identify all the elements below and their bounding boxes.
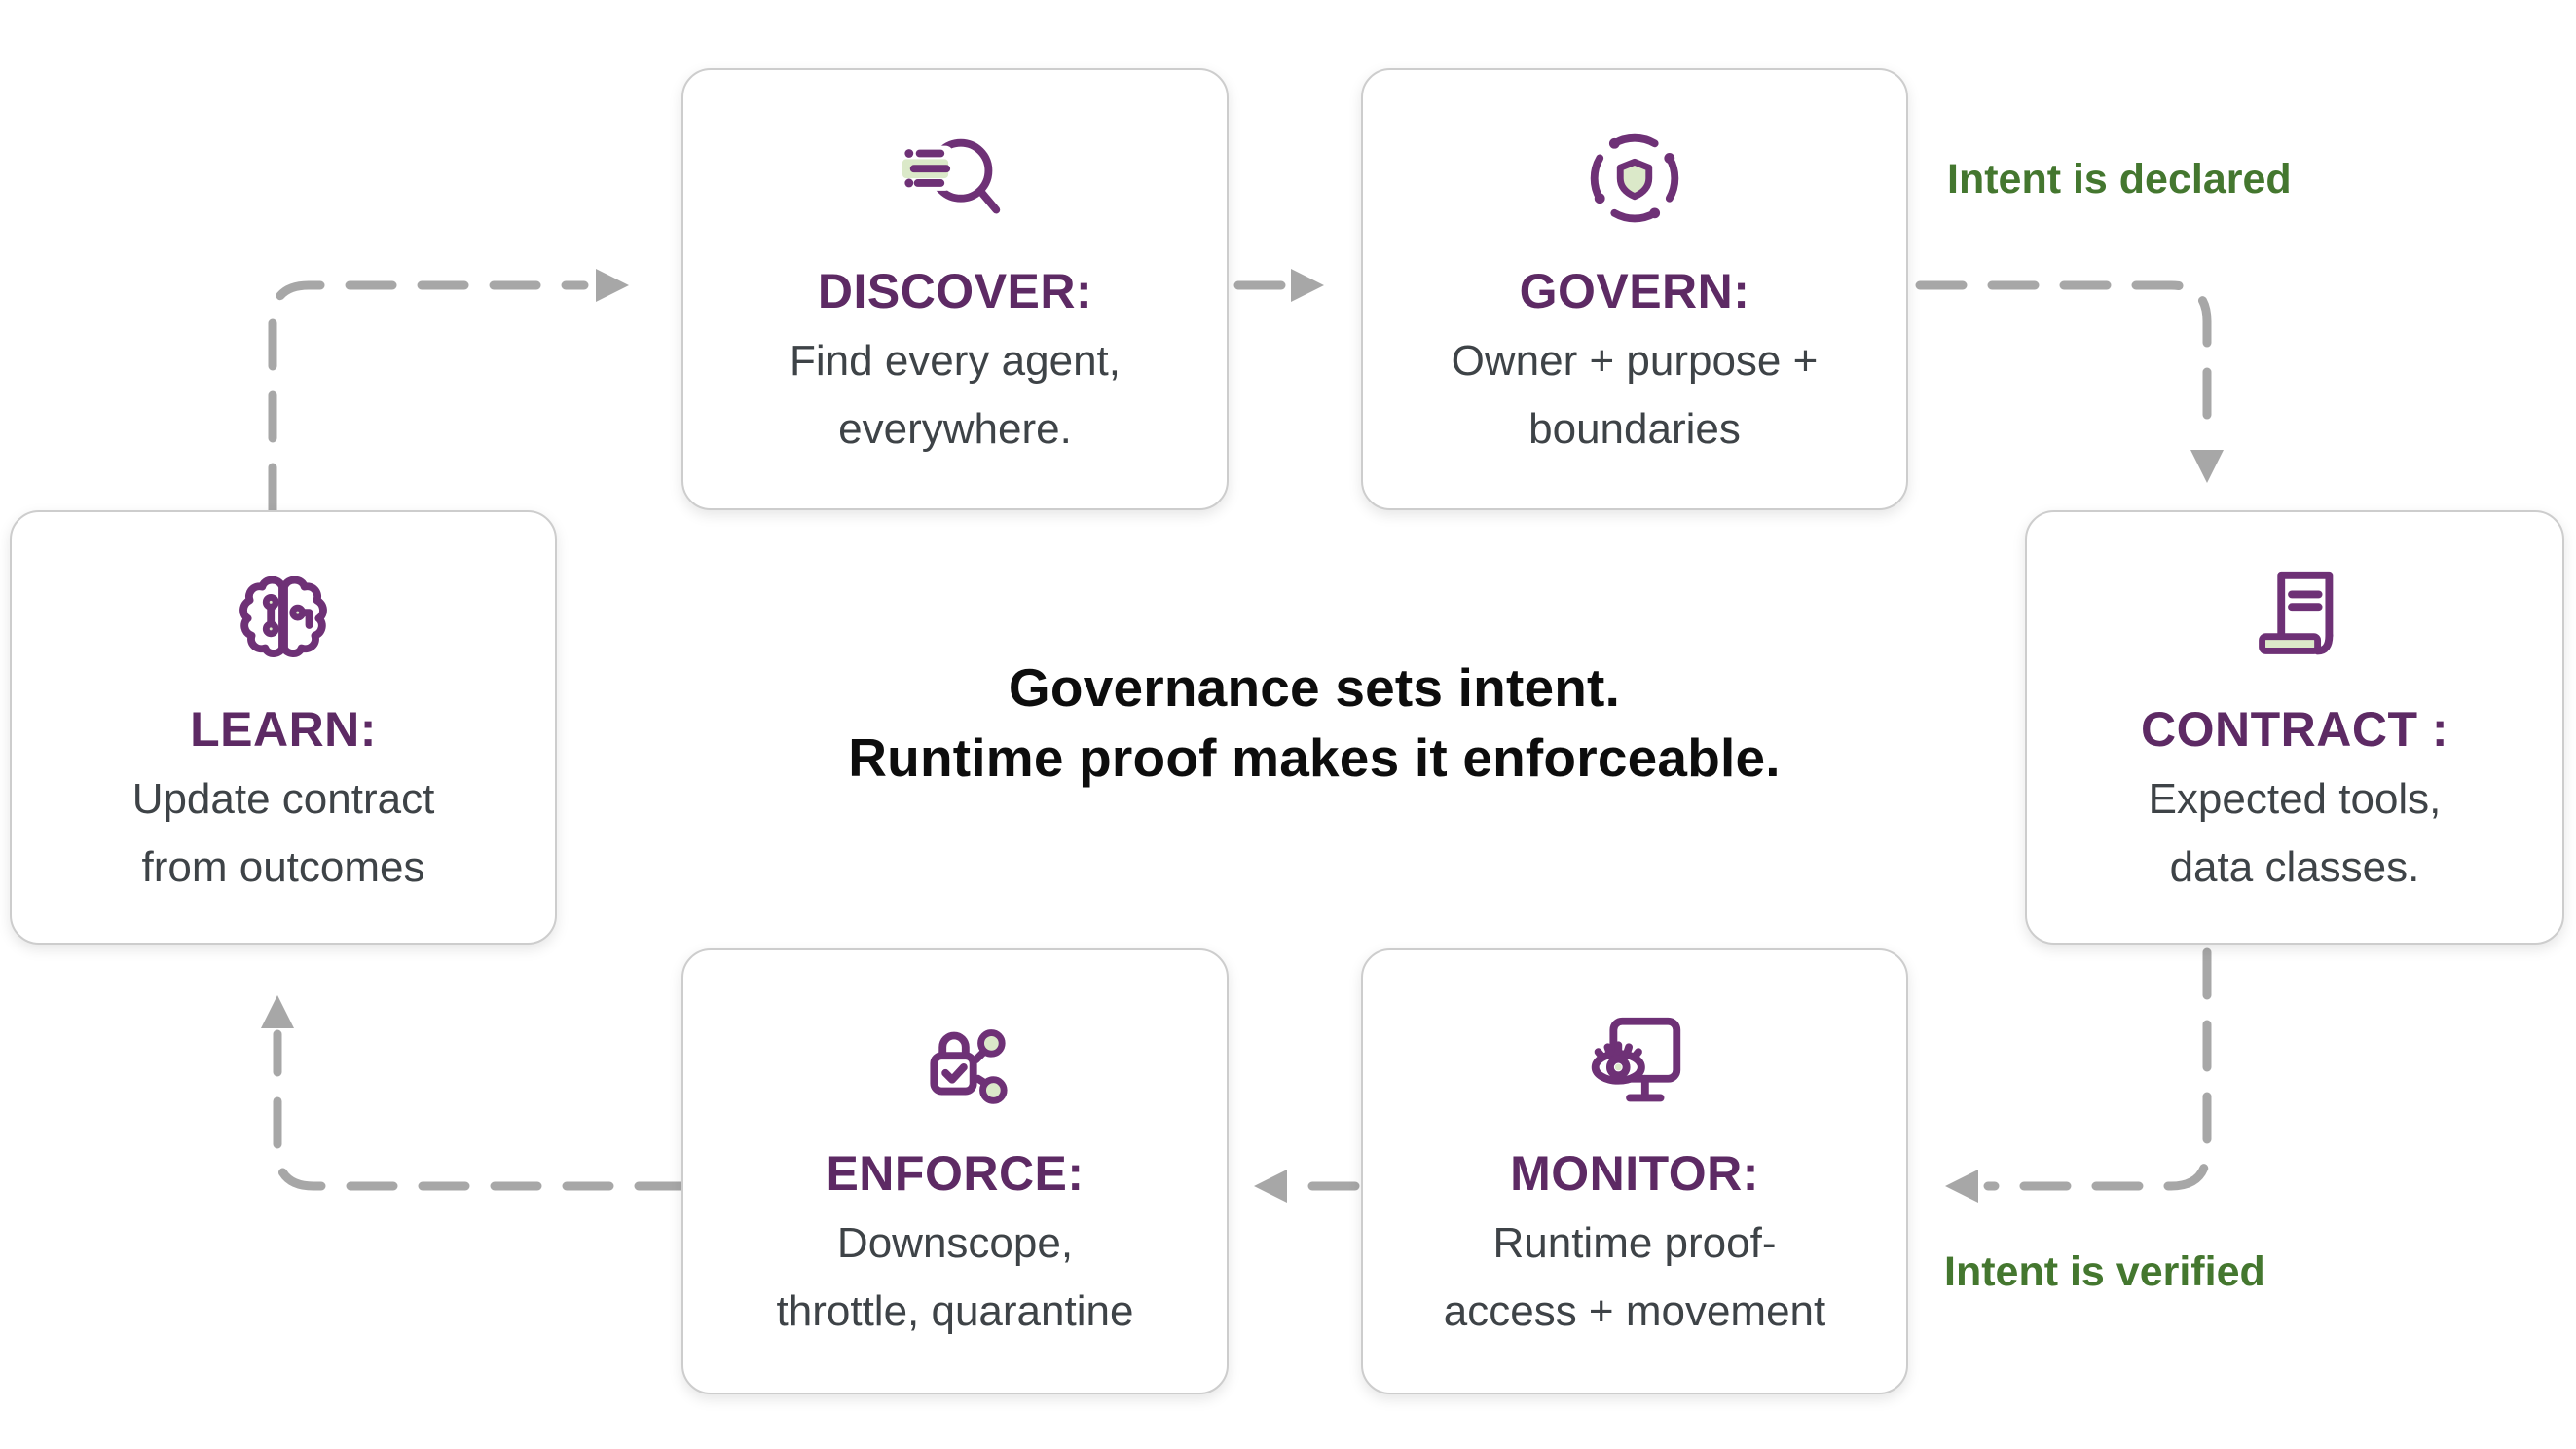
monitor-description: Runtime proof- access + movement	[1443, 1219, 1826, 1335]
shield-orbit-icon	[1576, 125, 1693, 240]
arrow-enforce-to-learn	[261, 995, 686, 1191]
govern-card: GOVERN: Owner + purpose + boundaries	[1361, 68, 1908, 510]
arrow-govern-to-contract	[1915, 280, 2224, 483]
enforce-description: Downscope, throttle, quarantine	[776, 1219, 1134, 1335]
intent-declared-label: Intent is declared	[1947, 156, 2292, 203]
govern-title: GOVERN:	[1519, 264, 1750, 318]
govern-description: Owner + purpose + boundaries	[1451, 337, 1819, 453]
brain-circuit-icon	[225, 563, 342, 678]
arrow-discover-to-govern	[1233, 269, 1324, 302]
contract-card: CONTRACT : Expected tools, data classes.	[2025, 510, 2564, 945]
lock-share-icon	[897, 1007, 1013, 1122]
enforce-card: ENFORCE: Downscope, throttle, quarantine	[681, 948, 1229, 1394]
center-statement: Governance sets intent. Runtime proof ma…	[681, 652, 1947, 793]
monitor-card: MONITOR: Runtime proof- access + movemen…	[1361, 948, 1908, 1394]
enforce-title: ENFORCE:	[826, 1146, 1085, 1201]
learn-description: Update contract from outcomes	[131, 775, 435, 891]
arrow-learn-to-discover	[268, 269, 629, 515]
search-list-icon	[897, 125, 1013, 240]
contract-title: CONTRACT :	[2140, 702, 2449, 757]
intent-verified-label: Intent is verified	[1944, 1248, 2265, 1295]
monitor-eye-icon	[1576, 1007, 1693, 1122]
contract-description: Expected tools, data classes.	[2148, 775, 2442, 891]
learn-card: LEARN: Update contract from outcomes	[10, 510, 557, 945]
learn-title: LEARN:	[190, 702, 377, 757]
discover-title: DISCOVER:	[817, 264, 1093, 318]
monitor-title: MONITOR:	[1510, 1146, 1759, 1201]
center-statement-line1: Governance sets intent.	[1008, 657, 1621, 718]
arrow-contract-to-monitor	[1945, 947, 2212, 1203]
arrow-monitor-to-enforce	[1254, 1170, 1360, 1203]
discover-card: DISCOVER: Find every agent, everywhere.	[681, 68, 1229, 510]
discover-description: Find every agent, everywhere.	[790, 337, 1121, 453]
contract-document-icon	[2236, 563, 2353, 678]
center-statement-line2: Runtime proof makes it enforceable.	[848, 727, 1781, 788]
